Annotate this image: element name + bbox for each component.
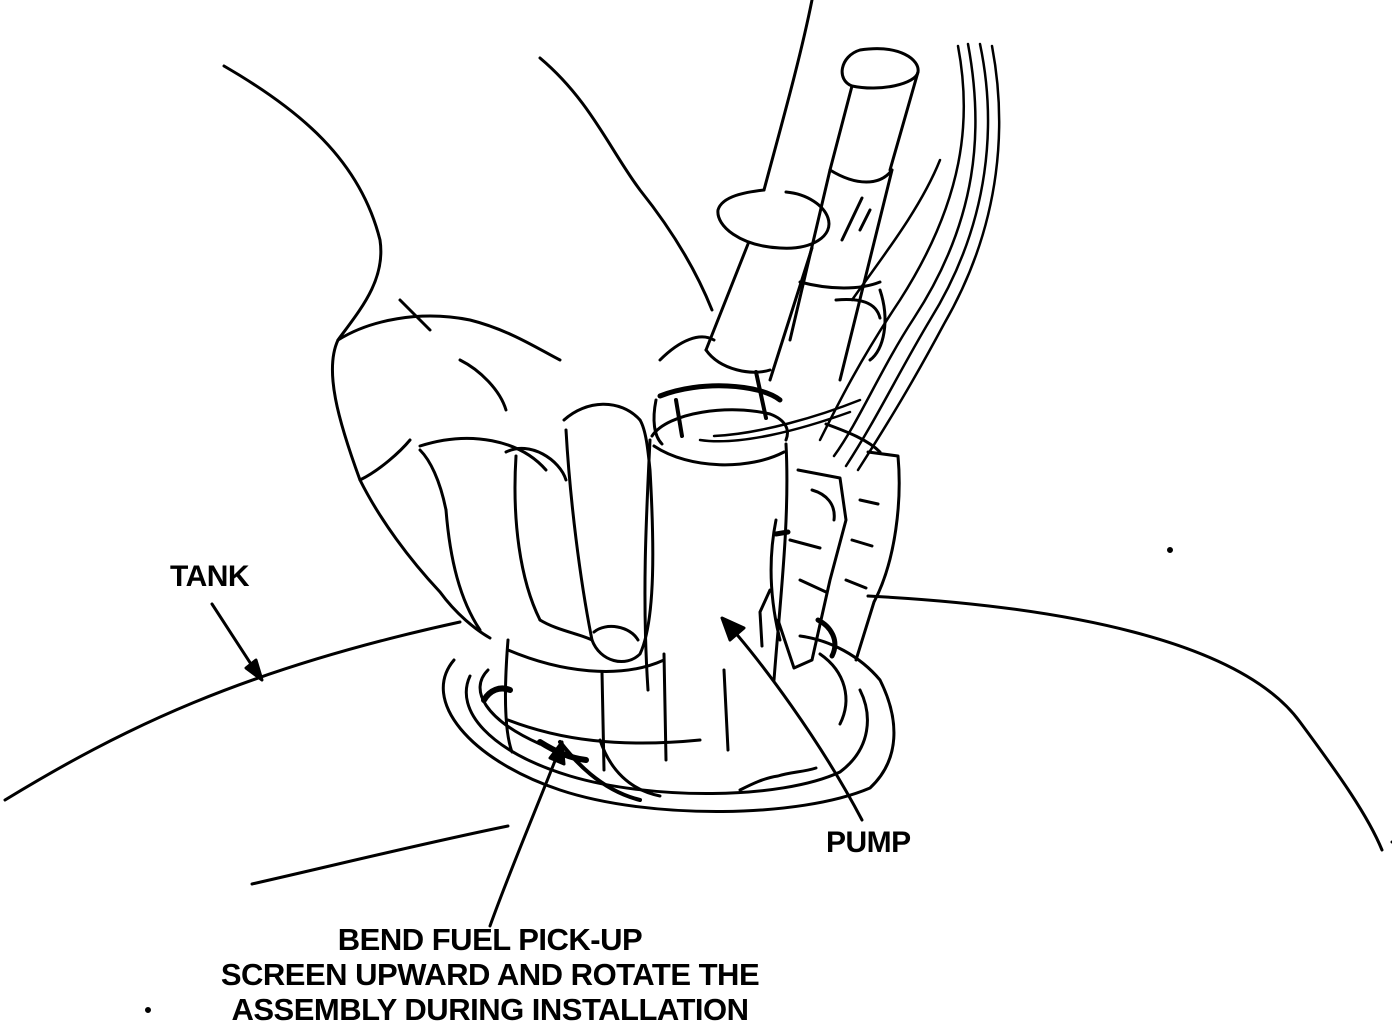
pickup-screen-arrow [488,740,566,928]
leader-arrows [210,602,864,928]
fuel-tubes [704,0,920,382]
speck [145,1007,151,1013]
instruction-line: ASSEMBLY DURING INSTALLATION [231,992,749,1027]
speck [1167,547,1173,553]
instruction-callout: BEND FUEL PICK-UP SCREEN UPWARD AND ROTA… [180,922,800,1027]
tank-outline [3,594,1392,886]
tank-arrow [210,602,264,682]
tank-label: TANK [170,560,250,593]
instruction-line: BEND FUEL PICK-UP [337,922,643,957]
instruction-line: SCREEN UPWARD AND ROTATE THE [220,957,760,992]
pump-arrow [720,616,864,822]
sending-unit [758,422,901,670]
wiring-harness [698,42,1001,472]
tank-opening [441,634,896,813]
pump-label: PUMP [826,826,911,859]
hand [222,56,714,663]
pump-body [503,335,789,802]
